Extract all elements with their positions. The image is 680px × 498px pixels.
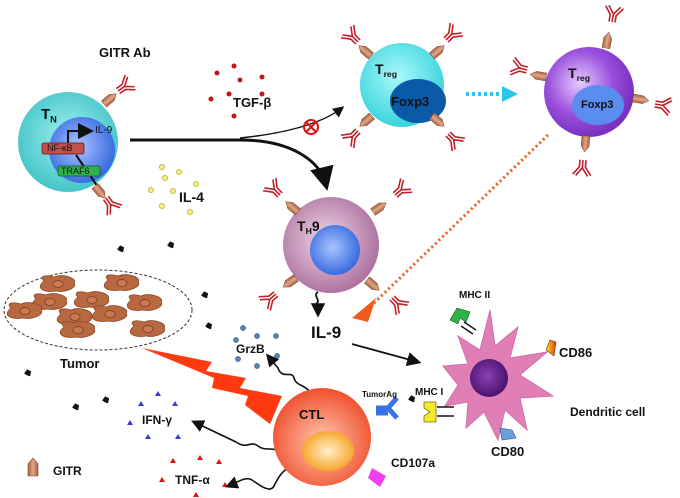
tn-main: T [41, 106, 51, 123]
grzb-label: GrzB [236, 342, 265, 356]
th9-main: T [297, 218, 306, 234]
mhc1-receptor [423, 401, 437, 423]
cd86-receptor [545, 339, 557, 357]
th9-il9-arrow [310, 291, 326, 318]
th9-label: TH9 [297, 219, 320, 236]
ifng-marks [127, 391, 181, 439]
treg-cell-1 [339, 21, 467, 153]
treg1-main: T [375, 61, 384, 77]
cd86-label: CD86 [559, 345, 593, 360]
treg1-sub: reg [383, 69, 398, 80]
cd80-label: CD80 [491, 444, 525, 459]
th9-suffix: 9 [311, 218, 320, 234]
il4-label: IL-4 [179, 189, 204, 205]
tn-to-th9-arrow [130, 138, 334, 191]
il9-label: IL-9 [311, 323, 342, 342]
ctl-label: CTL [299, 407, 325, 422]
ifng-label: IFN-γ [142, 413, 172, 427]
th9-sub: H [305, 226, 312, 237]
cd107a-marker [368, 468, 386, 487]
tn-label: TN [41, 107, 57, 125]
nfkb-label: NF-κB [47, 143, 73, 153]
tumor-label: Tumor [60, 356, 100, 371]
tnfa-label: TNF-α [175, 473, 210, 487]
il9-gene-label: IL-9 [95, 125, 113, 136]
foxp3-label-1: Foxp3 [391, 94, 430, 109]
treg2-main: T [568, 65, 577, 81]
ctl-cell [273, 388, 399, 487]
mhc2-label: MHC II [459, 290, 491, 301]
tgfb-dots [208, 63, 265, 119]
legend-gitr-label: GITR [53, 464, 82, 478]
treg2-label: Treg [568, 66, 590, 83]
lightning-bolt [142, 348, 282, 424]
tcr-receptor [376, 396, 399, 420]
inhibit-icon [303, 119, 319, 135]
foxp3-label-2: Foxp3 [581, 99, 614, 111]
mhc1-label: MHC I [415, 387, 444, 398]
th9-cell [257, 176, 414, 317]
blocked-treg-arrow [239, 106, 345, 139]
tgfb-label: TGF-β [233, 95, 272, 110]
treg-to-il9-arrow [370, 133, 550, 307]
treg1-label: Treg [375, 62, 397, 79]
il9-to-dc-arrow [351, 343, 422, 367]
treg-il9-arrowhead [352, 298, 376, 322]
cd107a-label: CD107a [391, 456, 436, 470]
gitr-ab-label: GITR Ab [99, 45, 151, 60]
naive-t-cell [18, 73, 138, 218]
treg-cell-2 [508, 3, 674, 178]
dendritic-cell-label: Dendritic cell [570, 405, 646, 419]
cd80-receptor [499, 427, 517, 441]
tumorag-label: TumorAg [362, 390, 397, 399]
legend-gitr-icon [27, 457, 39, 477]
mhc2-receptor [449, 307, 471, 325]
il4-dots [148, 164, 199, 215]
tumor-cluster [3, 269, 193, 351]
treg2-sub: reg [576, 73, 591, 84]
dendritic-cell [423, 307, 557, 442]
traf6-label: TRAF6 [61, 166, 90, 176]
tn-sub: N [50, 114, 57, 125]
